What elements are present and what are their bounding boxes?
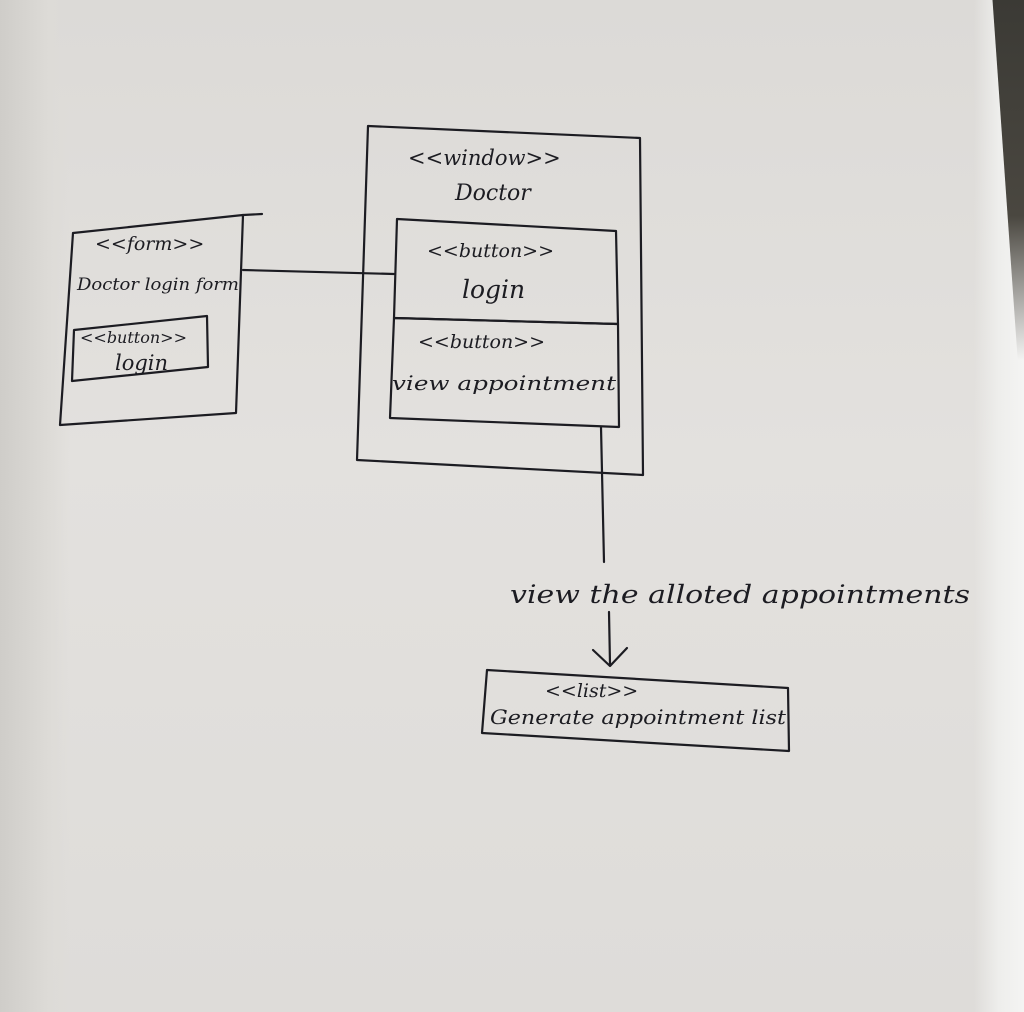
window-login-button[interactable]: <<button>> login bbox=[392, 217, 620, 326]
form-button-label: login bbox=[115, 351, 168, 375]
page-shadow bbox=[0, 0, 70, 1012]
form-box: <<form>> Doctor login form <<button>> lo… bbox=[58, 212, 264, 427]
window-view-label: view appointment bbox=[392, 371, 617, 395]
arrow-label: view the alloted appointments bbox=[510, 580, 970, 609]
association-line bbox=[241, 268, 396, 276]
window-view-appointment-button[interactable]: <<button>> view appointment bbox=[388, 316, 621, 429]
window-view-stereotype: <<button>> bbox=[418, 331, 545, 353]
form-button-stereotype: <<button>> bbox=[80, 328, 187, 347]
list-name: Generate appointment list bbox=[490, 705, 787, 729]
form-login-button[interactable]: <<button>> login bbox=[70, 314, 210, 383]
form-name: Doctor login form bbox=[76, 275, 239, 295]
form-stereotype: <<form>> bbox=[95, 233, 204, 255]
window-login-stereotype: <<button>> bbox=[427, 240, 554, 262]
window-login-label: login bbox=[462, 275, 525, 304]
window-name: Doctor bbox=[454, 181, 532, 206]
window-stereotype: <<window>> bbox=[408, 146, 561, 170]
flow-line bbox=[599, 425, 606, 564]
list-stereotype: <<list>> bbox=[545, 680, 638, 702]
list-box: <<list>> Generate appointment list bbox=[480, 668, 791, 753]
window-box: <<window>> Doctor <<button>> login <<but… bbox=[355, 124, 645, 477]
down-arrow-icon bbox=[591, 610, 629, 668]
